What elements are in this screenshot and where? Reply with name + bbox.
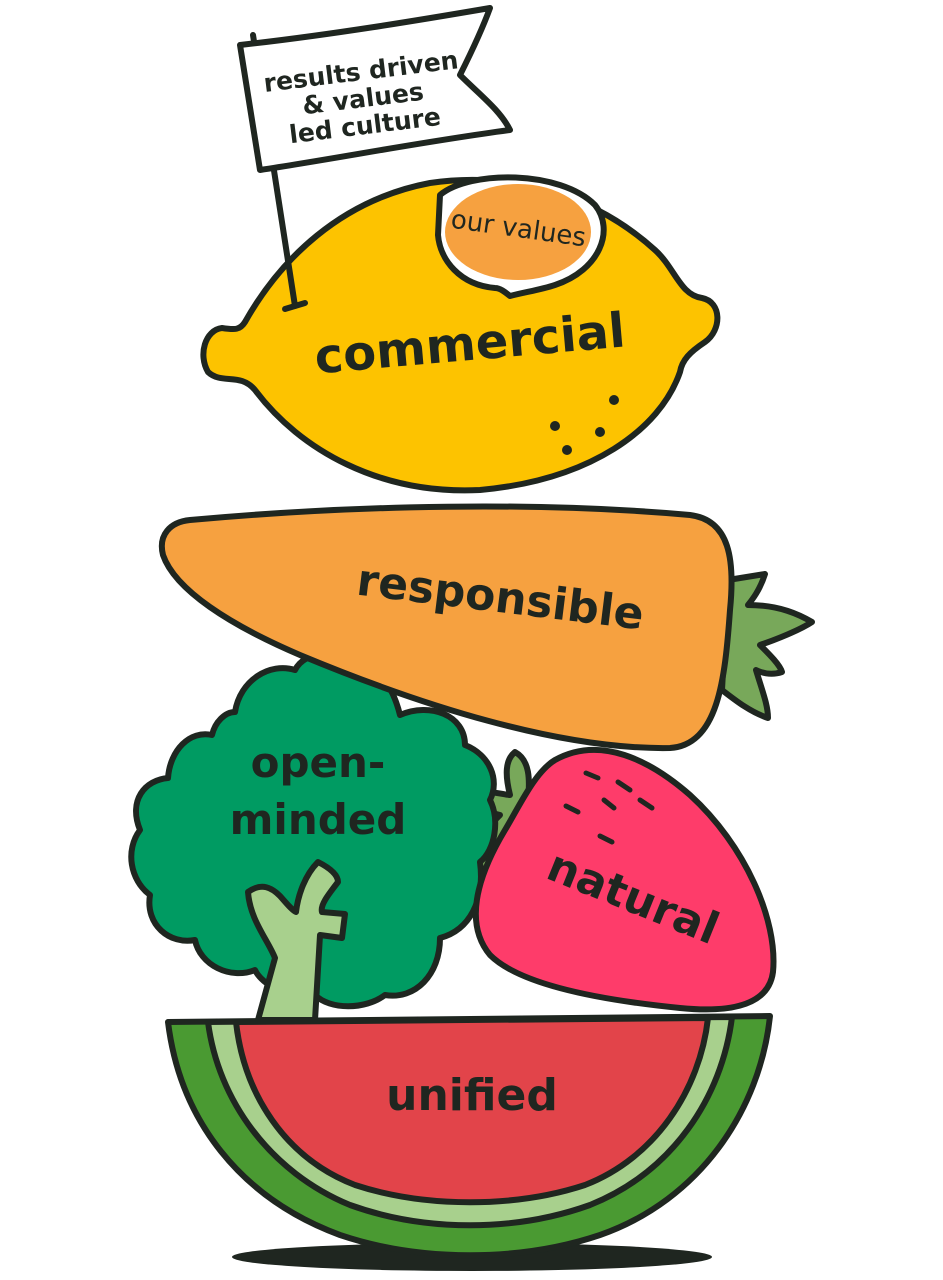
flag-banner — [237, 5, 513, 173]
strawberry-seeds — [563, 770, 655, 845]
our-values-badge — [445, 184, 591, 280]
broccoli-stalk — [245, 859, 348, 1023]
broccoli-label-line2: minded — [230, 795, 407, 844]
strawberry: natural — [472, 746, 777, 1013]
strawberry-body — [472, 746, 777, 1013]
lemon-speckles — [550, 395, 619, 455]
carrot: responsible — [158, 503, 815, 752]
carrot-body — [158, 503, 735, 752]
broccoli-label-line1: open- — [251, 738, 386, 787]
watermelon-label: unified — [386, 1070, 558, 1121]
carrot-leaves — [719, 571, 815, 721]
watermelon-slice: unified — [165, 1013, 773, 1259]
lemon: our values commercial — [200, 174, 721, 494]
broccoli: open- minded — [128, 650, 499, 1023]
flag: results driven & values led culture — [237, 5, 513, 312]
watermelon-flesh — [233, 1015, 711, 1206]
flag-pole-foot — [282, 300, 308, 312]
broccoli-head — [128, 650, 499, 1010]
